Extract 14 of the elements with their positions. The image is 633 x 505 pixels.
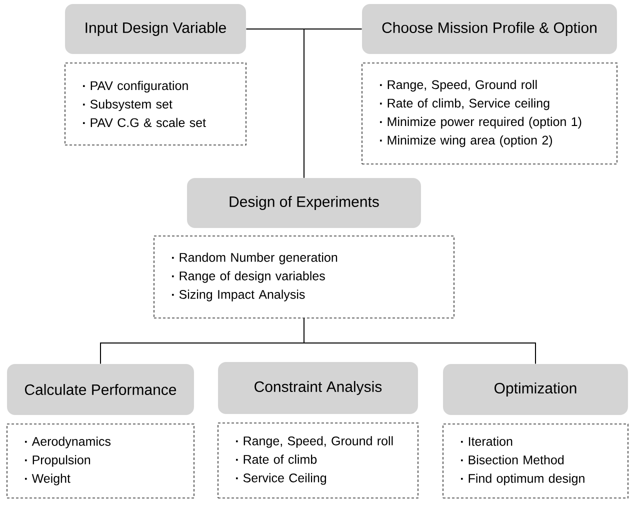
process-box: Choose Mission Profile & Option (362, 4, 617, 54)
connector-line (304, 28, 362, 178)
bullet-list-box: Random Number generation Range of design variables Sizing Impact Analysis (154, 236, 454, 318)
bullet-list-box: Range, Speed, Ground roll Rate of climb Service Ceiling (218, 422, 418, 498)
process-box: Calculate Performance (7, 364, 194, 415)
process-box: Input Design Variable (65, 4, 246, 54)
bullet-list-box: Range, Speed, Ground roll Rate of climb, Service ceiling Minimize power required (option 1) Minimize wing area (option 2) (362, 62, 618, 164)
bullet-list-box: PAV configuration Subsystem set PAV C.G & scale set (64, 62, 246, 146)
process-box: Design of Experiments (187, 178, 421, 228)
connector-line (304, 318, 536, 364)
process-box: Optimization (443, 364, 628, 415)
bullet-list-box: Aerodynamics Propulsion Weight (6, 424, 194, 498)
process-box: Constraint Analysis (218, 362, 418, 414)
bullet-list-box: Iteration Bisection Method Find optimum design (442, 424, 628, 498)
